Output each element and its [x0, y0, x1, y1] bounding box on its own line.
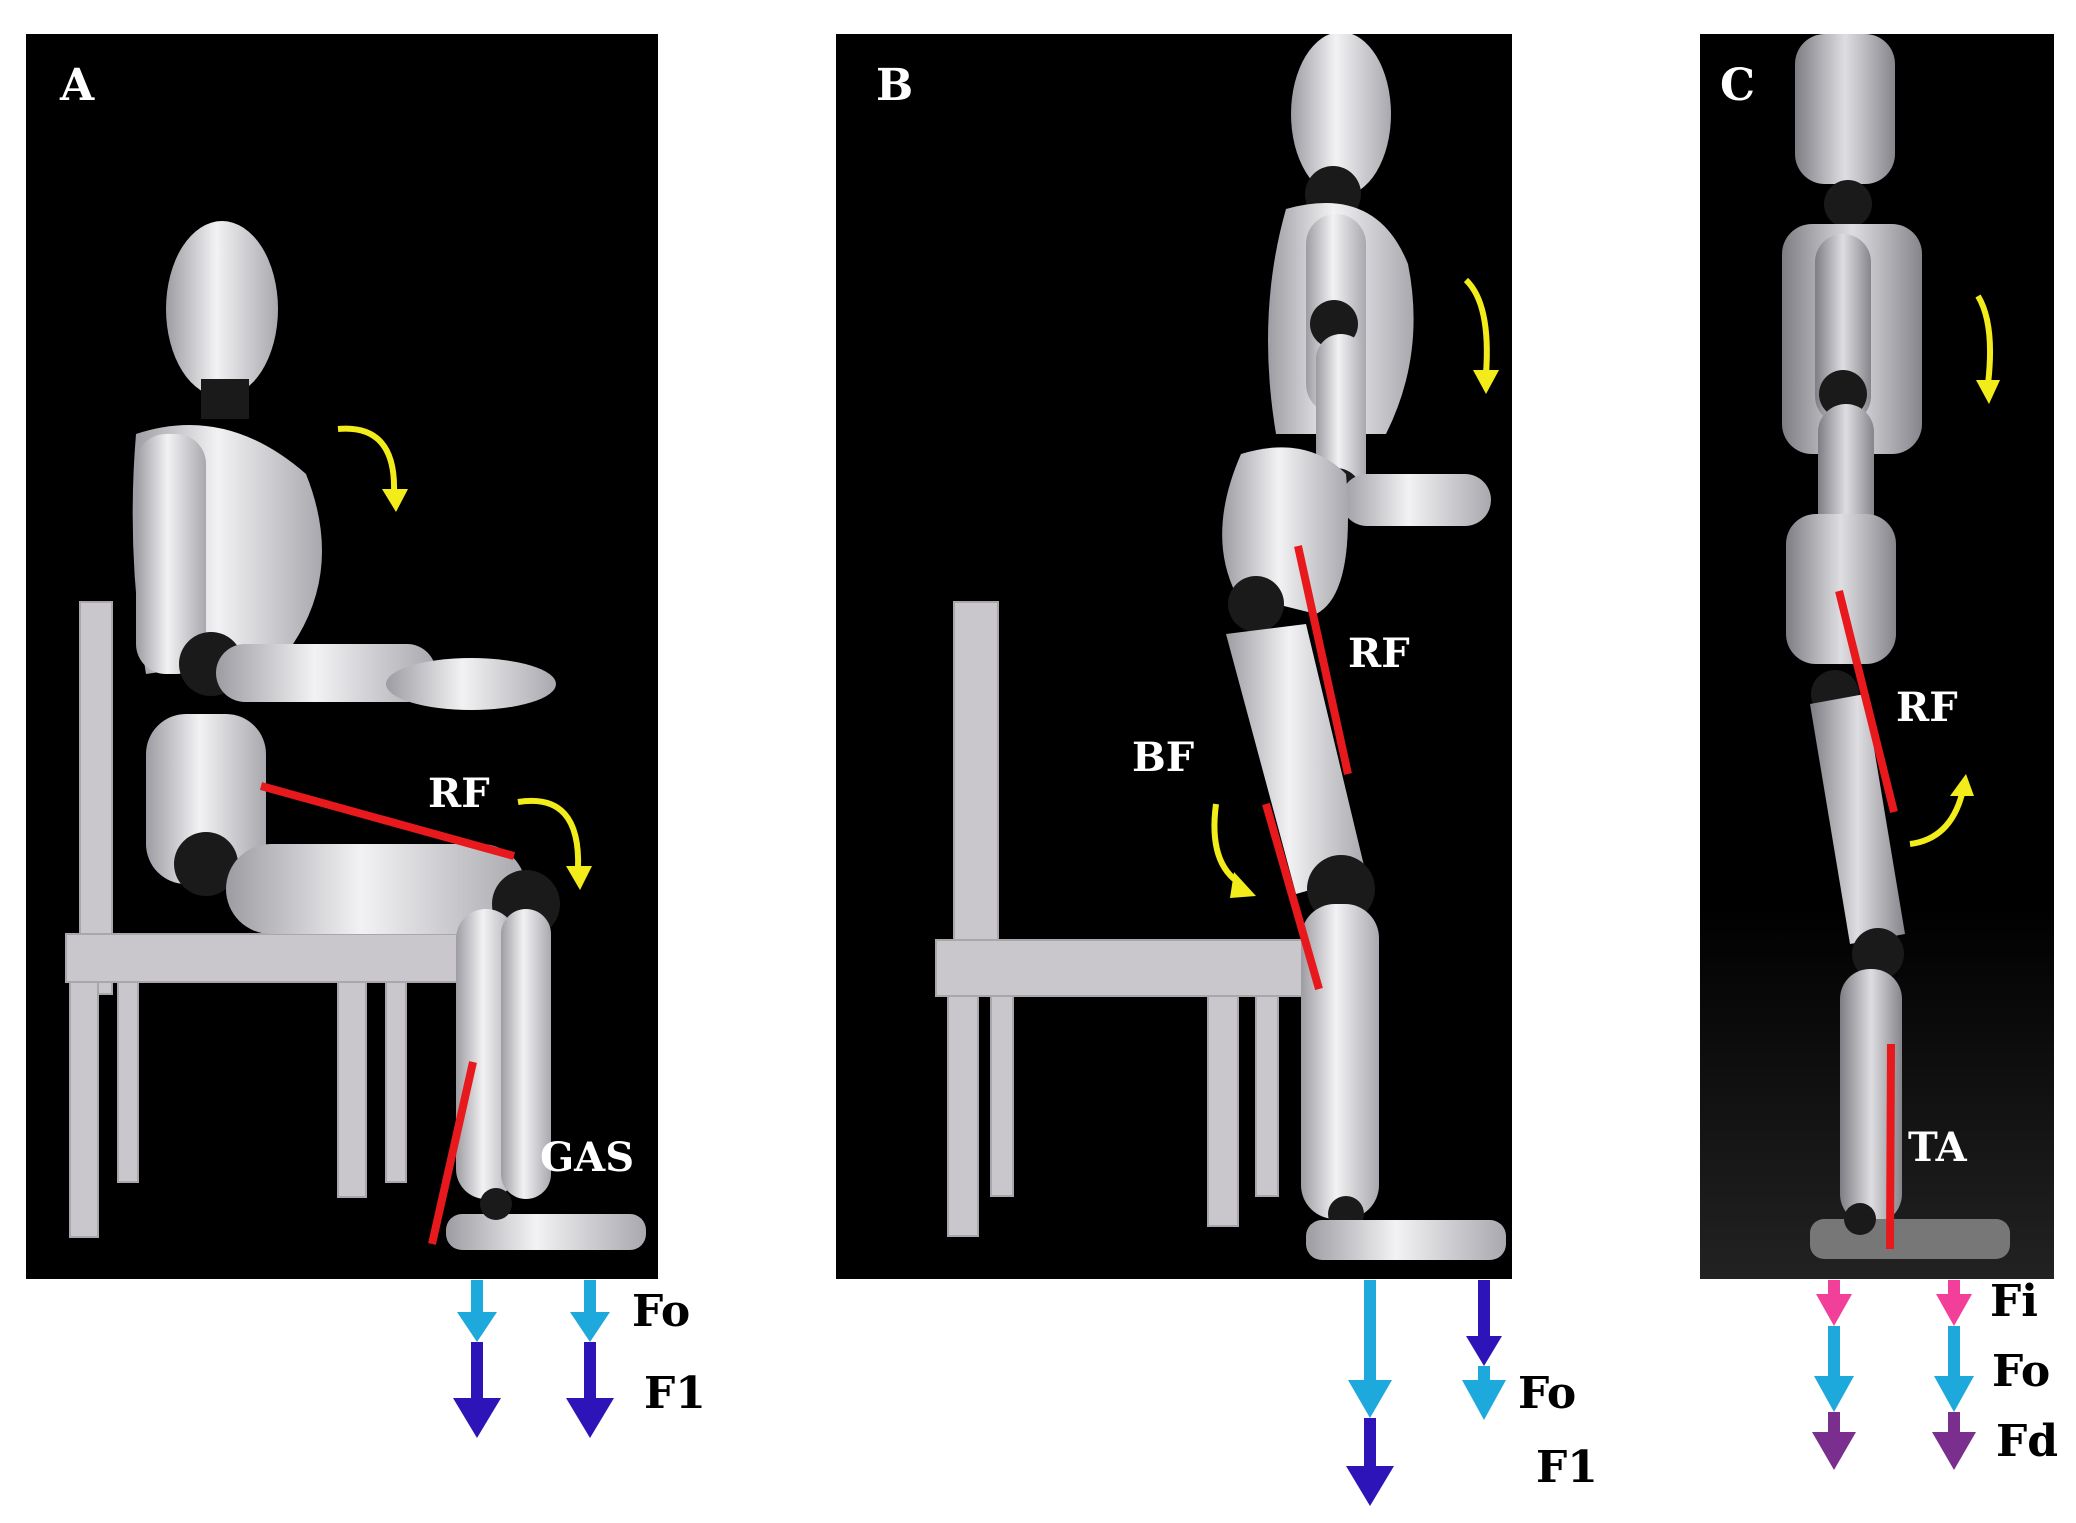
- rotation-arrow-trunk: [337, 425, 398, 493]
- panel-letter-c: C: [1720, 60, 1756, 111]
- rotation-arrow-hip-b-head: [1230, 872, 1256, 898]
- force-arrow-b-left: [1346, 1280, 1394, 1506]
- panel-letter-a: A: [60, 60, 95, 111]
- panel-a-illustration: [65, 221, 646, 1250]
- muscle-line-bf: [1262, 802, 1323, 991]
- label-ta: TA: [1908, 1124, 1967, 1171]
- rotation-arrow-trunk-c: [1975, 294, 1994, 385]
- rotation-arrow-trunk-head: [382, 489, 408, 512]
- muscle-line-ta: [1886, 1043, 1895, 1250]
- muscle-line-gas: [428, 1061, 477, 1245]
- rotation-arrow-trunk-b-head: [1473, 370, 1499, 394]
- rotation-arrow-trunk-b: [1463, 277, 1490, 375]
- force-label-fi-c: Fi: [1990, 1276, 2038, 1327]
- panel-a: A RF GAS: [26, 34, 658, 1279]
- muscle-line-rf-c: [1835, 590, 1898, 813]
- label-rf-c: RF: [1896, 684, 1958, 731]
- force-arrow-c-right: [1932, 1280, 1976, 1470]
- force-arrow-b-right: [1462, 1280, 1506, 1420]
- rotation-arrow-knee: [517, 797, 582, 870]
- force-arrow-c-left: [1812, 1280, 1856, 1470]
- force-label-fo-c: Fo: [1992, 1346, 2051, 1397]
- mannequin: [1782, 34, 2010, 1259]
- label-gas: GAS: [540, 1134, 635, 1181]
- panel-c: C RF TA: [1700, 34, 2054, 1279]
- panel-b: B RF BF: [836, 34, 1512, 1279]
- rotation-arrow-knee-c: [1909, 793, 1965, 847]
- mannequin: [1222, 34, 1506, 1260]
- force-label-fo-a: Fo: [632, 1286, 691, 1337]
- label-rf-a: RF: [428, 770, 490, 817]
- force-arrow-a-left: [453, 1280, 501, 1438]
- force-arrow-a-right: [566, 1280, 614, 1438]
- rotation-arrow-trunk-c-head: [1976, 380, 2000, 404]
- label-bf: BF: [1132, 734, 1195, 781]
- mannequin: [132, 221, 646, 1250]
- chair: [935, 601, 1352, 1237]
- force-label-fo-b: Fo: [1518, 1368, 1577, 1419]
- panel-letter-b: B: [876, 60, 914, 111]
- rotation-arrow-knee-c-head: [1950, 774, 1974, 796]
- force-label-f1-b: F1: [1536, 1442, 1598, 1493]
- panel-b-illustration: [935, 34, 1506, 1260]
- panel-c-illustration: [1782, 34, 2010, 1259]
- muscle-line-rf-b: [1294, 545, 1352, 775]
- force-label-f1-a: F1: [644, 1368, 706, 1419]
- force-label-fd-c: Fd: [1996, 1416, 2059, 1467]
- label-rf-b: RF: [1348, 630, 1410, 677]
- rotation-arrow-knee-head: [566, 866, 592, 890]
- chair: [65, 601, 467, 1238]
- muscle-line-rf: [259, 782, 516, 860]
